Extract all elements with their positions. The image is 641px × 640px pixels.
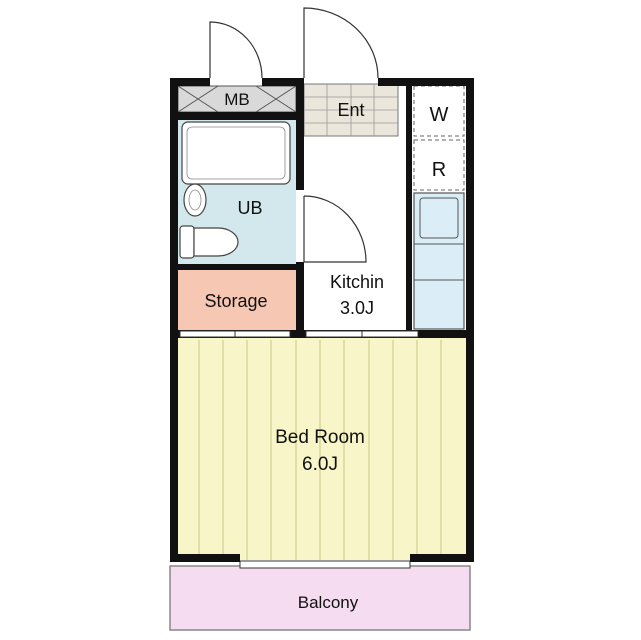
kitchen-sink: [419, 197, 459, 239]
door-swings: [209, 7, 379, 263]
storage-label: Storage: [204, 291, 267, 311]
balcony-area: [169, 565, 471, 631]
balcony-window: [239, 560, 411, 569]
fridge-space: [413, 139, 465, 191]
bedroom-size: 6.0J: [302, 454, 338, 475]
bedroom-label: Bed Room: [275, 427, 365, 448]
bathtub-inner: [186, 126, 286, 180]
toilet-tank: [179, 225, 195, 259]
washer-label: W: [430, 104, 449, 126]
storage-area: [178, 270, 296, 330]
bedroom-floor-lines: [198, 340, 442, 560]
entrance-label: Ent: [337, 100, 364, 120]
fridge-label: R: [432, 159, 446, 181]
toilet-bowl: [193, 227, 239, 257]
washbasin-inner: [188, 189, 202, 211]
washer-space: [413, 85, 465, 137]
mb-label: MB: [224, 90, 250, 109]
kitchen-size: 3.0J: [340, 298, 374, 318]
unit-bath-label: UB: [237, 198, 262, 218]
bedroom-area: [178, 338, 466, 560]
kitchen-label: Kitchin: [330, 272, 384, 292]
balcony-label: Balcony: [298, 593, 359, 612]
